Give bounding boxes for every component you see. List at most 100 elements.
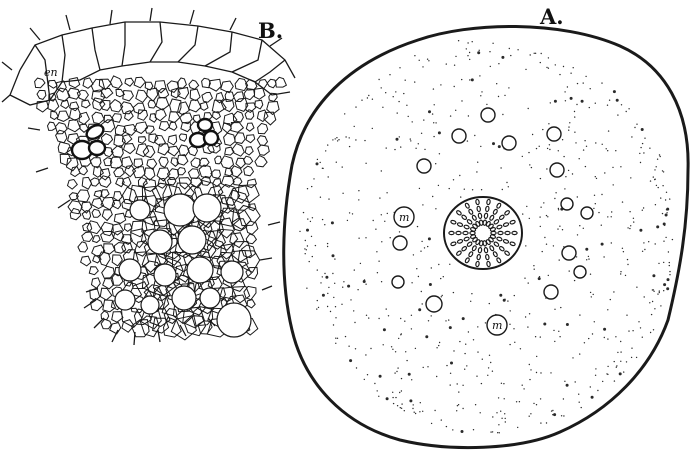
stipple-dot (591, 396, 594, 399)
stipple-dot (542, 251, 543, 252)
stipple-dot (414, 55, 415, 56)
stipple-dot (499, 432, 500, 433)
cell (254, 88, 265, 99)
stipple-dot (525, 316, 526, 317)
stipple-dot (322, 276, 323, 277)
stipple-dot (335, 343, 336, 344)
stipple-dot (588, 256, 589, 257)
stipple-dot (610, 299, 611, 300)
stipple-dot (611, 216, 612, 217)
stipple-dot (492, 431, 493, 432)
stipple-dot (357, 289, 358, 290)
stipple-dot (668, 251, 669, 252)
stipple-dot (625, 275, 626, 276)
stipple-dot (431, 315, 432, 316)
stipple-dot (328, 176, 329, 177)
stipple-dot (639, 153, 640, 154)
canal (452, 129, 466, 143)
cell (70, 208, 81, 219)
stipple-dot (354, 322, 355, 323)
stipple-dot (349, 146, 350, 147)
stipple-dot (549, 149, 550, 150)
stipple-dot (492, 371, 493, 372)
stipple-dot (585, 248, 588, 251)
stipple-dot (548, 123, 549, 124)
label-m-lower: m (492, 319, 502, 332)
stipple-dot (656, 185, 657, 186)
stipple-dot (419, 411, 420, 412)
stipple-dot (476, 376, 477, 377)
stipple-dot (399, 136, 400, 137)
stipple-dot (376, 251, 377, 252)
stipple-dot (563, 415, 564, 416)
stipple-dot (379, 375, 382, 378)
cell (159, 122, 169, 131)
stipple-dot (327, 306, 328, 307)
stipple-dot (617, 114, 618, 115)
stipple-dot (583, 149, 584, 150)
stipple-dot (523, 388, 524, 389)
cell (92, 209, 101, 217)
stipple-dot (558, 331, 559, 332)
cell (168, 135, 177, 145)
stipple-dot (306, 288, 307, 289)
cell (92, 112, 104, 123)
cell (133, 103, 144, 114)
stipple-dot (665, 199, 666, 200)
stipple-dot (507, 300, 508, 301)
stipple-dot (399, 231, 400, 232)
stipple-dot (367, 374, 368, 375)
stipple-dot (561, 415, 562, 416)
stipple-dot (410, 138, 411, 139)
cell (136, 144, 149, 157)
stipple-dot (378, 79, 379, 80)
cell (255, 156, 267, 167)
stipple-dot (467, 55, 468, 56)
stipple-dot (464, 353, 465, 354)
stipple-dot (546, 67, 547, 68)
stipple-dot (503, 299, 506, 302)
stipple-dot (453, 179, 454, 180)
cell (168, 178, 176, 185)
stipple-dot (349, 137, 350, 138)
stipple-dot (540, 207, 541, 208)
cell (267, 79, 276, 88)
canal (550, 163, 564, 177)
stipple-dot (397, 367, 398, 368)
cell (101, 311, 109, 320)
stipple-dot (498, 63, 499, 64)
stipple-dot (490, 362, 491, 363)
stipple-dot (365, 163, 366, 164)
cell (125, 78, 134, 86)
stipple-dot (487, 375, 488, 376)
stipple-dot (663, 283, 666, 286)
stipple-dot (586, 146, 587, 147)
stipple-dot (524, 278, 525, 279)
cell (110, 76, 122, 89)
stipple-dot (414, 412, 415, 413)
stipple-dot (461, 430, 464, 433)
stipple-dot (448, 319, 449, 320)
stipple-dot (654, 308, 655, 309)
stipple-dot (577, 196, 578, 197)
stipple-dot (659, 290, 660, 291)
stipple-dot (626, 315, 627, 316)
cell (81, 256, 91, 266)
stipple-dot (481, 91, 482, 92)
stipple-dot (634, 127, 635, 128)
stipple-dot (554, 100, 557, 103)
stipple-dot (622, 248, 623, 249)
stipple-dot (401, 378, 402, 379)
stipple-dot (617, 352, 618, 353)
stipple-dot (381, 281, 382, 282)
stipple-dot (660, 305, 661, 306)
stipple-dot (412, 408, 413, 409)
stipple-dot (414, 81, 415, 82)
stipple-dot (569, 122, 570, 123)
stipple-dot (403, 93, 404, 94)
stipple-dot (656, 166, 657, 167)
stipple-dot (462, 408, 463, 409)
stipple-dot (642, 143, 643, 144)
canal (417, 159, 431, 173)
stipple-dot (317, 269, 318, 270)
